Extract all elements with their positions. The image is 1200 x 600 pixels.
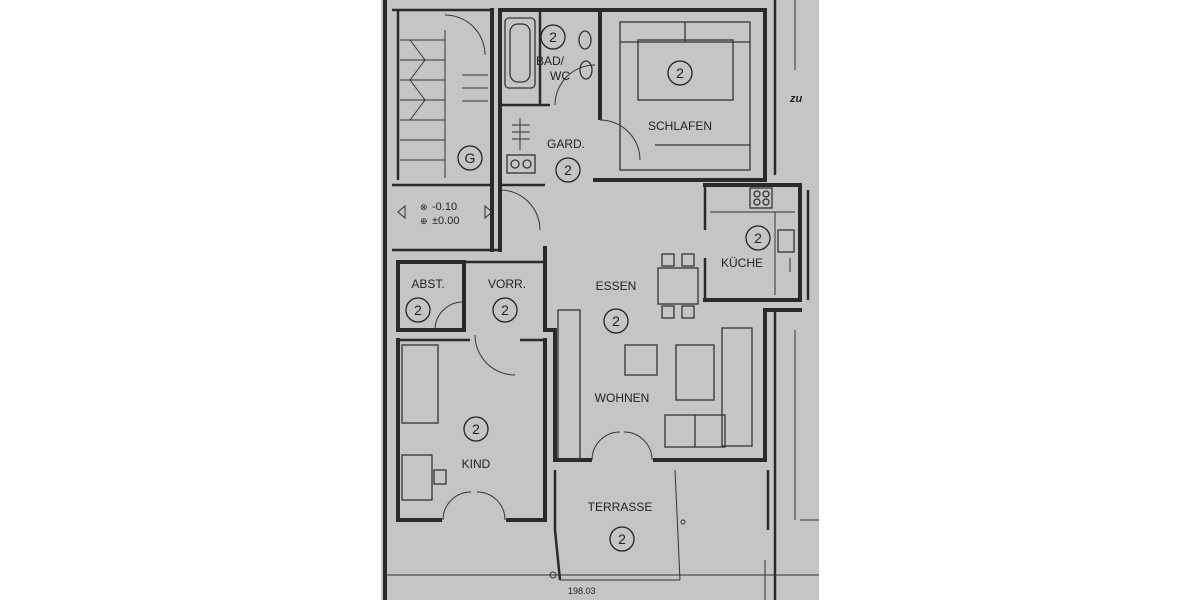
desk — [401, 454, 433, 501]
scale-marker-value: 198.03 — [568, 586, 596, 596]
level-arrow-right — [484, 204, 493, 220]
kueche-number: 2 — [754, 230, 762, 246]
sofa — [721, 327, 753, 447]
room-essen-wohnen: 2 ESSEN WOHNEN — [543, 178, 802, 462]
stairwell: G ⊗ -0.10 ⊕ ±0.00 — [383, 0, 541, 600]
room-kind: 2 KIND — [396, 338, 547, 522]
bad-wc-number: 2 — [549, 29, 557, 45]
stair-treads — [400, 30, 488, 178]
room-kueche: 2 KÜCHE — [703, 183, 810, 302]
abst-number: 2 — [414, 302, 422, 318]
wohnen-label: WOHNEN — [595, 391, 650, 405]
washer — [506, 154, 536, 174]
armchair — [624, 344, 658, 376]
kind-number: 2 — [472, 421, 480, 437]
kind-bed — [401, 344, 439, 424]
gard-number: 2 — [564, 162, 572, 178]
stair-room-circle — [457, 145, 483, 171]
terrasse-label: TERRASSE — [588, 500, 653, 514]
room-vorr: 2 VORR. — [464, 246, 547, 376]
level-zero-value: ±0.00 — [432, 215, 459, 227]
bad-wc-label-line2: WC — [550, 69, 570, 83]
kitchen-sink — [777, 229, 795, 253]
dining-table — [657, 267, 699, 305]
level-zero-symbol: ⊕ — [420, 216, 428, 226]
stair-room-label: G — [465, 150, 476, 166]
vorr-number: 2 — [501, 302, 509, 318]
kind-label: KIND — [462, 457, 491, 471]
schlafen-number: 2 — [676, 65, 684, 81]
room-gard: 2 GARD. — [500, 118, 585, 187]
essen-number: 2 — [612, 313, 620, 329]
sideboard — [557, 309, 581, 461]
scale-marker: 198.03 — [385, 571, 819, 596]
room-terrasse: 2 TERRASSE — [553, 469, 770, 581]
level-arrow-left — [397, 204, 406, 220]
room-bad-wc: 2 BAD/ WC — [498, 8, 602, 252]
gard-label: GARD. — [547, 137, 585, 151]
coffee-table — [675, 344, 715, 401]
right-margin-lines: zu — [764, 0, 819, 600]
vorr-label: VORR. — [488, 277, 526, 291]
toilet — [578, 30, 592, 50]
essen-label: ESSEN — [596, 279, 637, 293]
sink — [579, 60, 593, 80]
kueche-label: KÜCHE — [721, 256, 763, 270]
level-lower-value: -0.10 — [432, 201, 457, 213]
bathtub — [504, 17, 536, 89]
abst-label: ABST. — [411, 277, 444, 291]
room-abst: 2 ABST. — [396, 260, 466, 332]
level-lower-symbol: ⊗ — [420, 202, 428, 212]
terrasse-number: 2 — [618, 531, 626, 547]
stove — [749, 187, 773, 209]
bad-wc-label-line1: BAD/ — [536, 54, 565, 68]
zu-note: zu — [789, 93, 803, 105]
schlafen-label: SCHLAFEN — [648, 119, 712, 133]
